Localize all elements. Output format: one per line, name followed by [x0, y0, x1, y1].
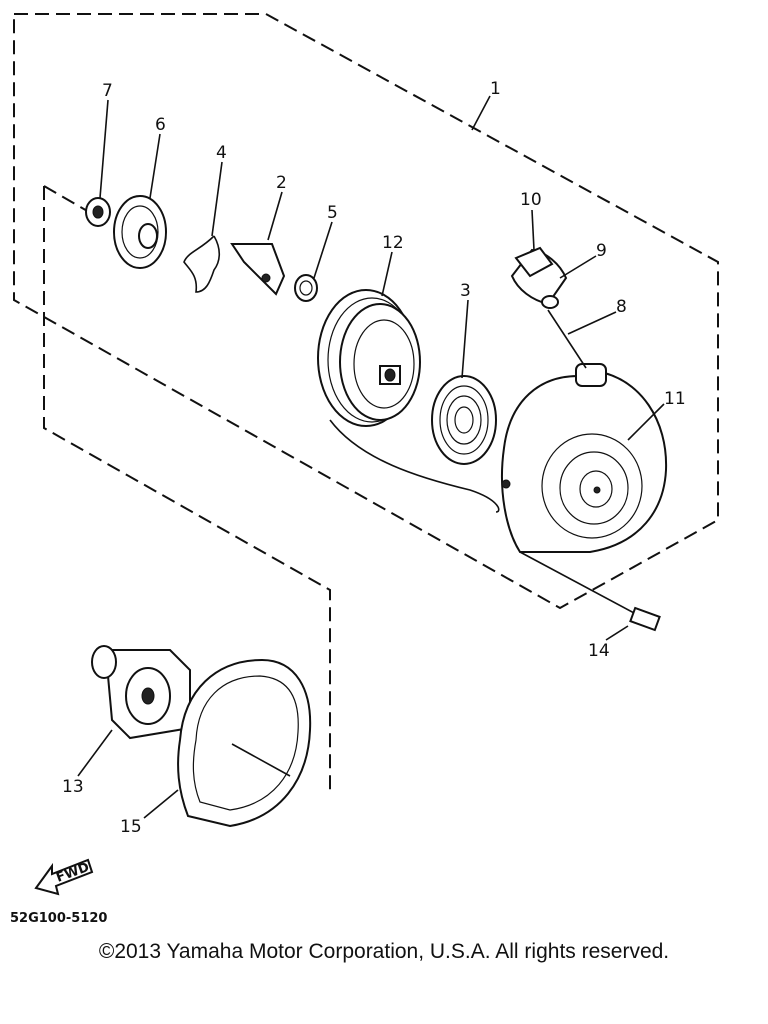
part-10-handle-cap [514, 246, 554, 278]
part-label-5: 5 [327, 203, 338, 223]
part-label-13: 13 [62, 777, 84, 797]
part-13-pulley [91, 645, 191, 740]
part-label-4: 4 [216, 143, 227, 163]
part-label-8: 8 [616, 297, 627, 317]
part-14-bolt [519, 551, 661, 632]
part-label-2: 2 [276, 173, 287, 193]
part-8-rope [547, 309, 587, 369]
diagram-code: 52G100-5120 [10, 911, 107, 926]
part-label-6: 6 [155, 115, 166, 135]
part-label-11: 11 [664, 389, 686, 409]
part-label-3: 3 [460, 281, 471, 301]
part-label-7: 7 [102, 81, 113, 101]
part-6-plate [113, 195, 167, 269]
assembly-outline [13, 13, 719, 610]
part-7-nut [85, 197, 111, 227]
part-label-10: 10 [520, 190, 542, 210]
copyright-notice: ©2013 Yamaha Motor Corporation, U.S.A. A… [98, 940, 670, 963]
part-3-recoil-spring [431, 375, 497, 465]
part-12-sheave-drum [317, 289, 421, 427]
part-label-12: 12 [382, 233, 404, 253]
fwd-arrow: FWD [34, 858, 94, 896]
part-label-14: 14 [588, 641, 610, 661]
part-label-15: 15 [120, 817, 142, 837]
sub-assembly-bracket [43, 186, 331, 790]
part-label-9: 9 [596, 241, 607, 261]
part-2-pawl [230, 243, 286, 296]
part-11-starter-case [501, 363, 668, 553]
part-label-1: 1 [490, 79, 501, 99]
fwd-label: FWD [54, 860, 91, 886]
part-15-gasket [177, 658, 312, 828]
part-4-spring-clip [183, 235, 221, 293]
starter-rope [329, 419, 500, 513]
part-5-spring [294, 274, 318, 302]
